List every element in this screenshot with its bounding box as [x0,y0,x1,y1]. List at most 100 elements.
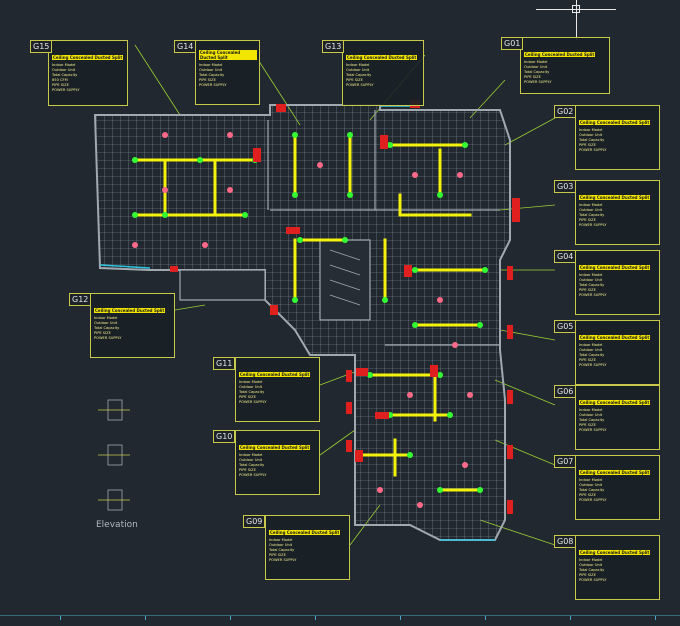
callout-heading: Ceiling Concealed Ducted Split [239,445,311,450]
callout-spec-line: Outdoor Unit [94,321,118,325]
callout-heading: Ceiling Concealed Ducted Split [269,530,341,535]
callout-spec-line: Total Capacity [579,138,605,142]
callout-spec-line: POWER SUPPLY [269,558,297,562]
callout-spec-line: 850 CFM [52,78,68,82]
callout-tag-g03: G03 [554,180,577,193]
callout-tag-g04: G04 [554,250,577,263]
callout-tag-g09: G09 [243,515,266,528]
elevation-details [98,399,130,511]
callout-spec-line: Total Capacity [524,70,550,74]
callout-spec-line: Indoor Model [579,343,603,347]
callout-tag-g05: G05 [554,320,577,333]
callout-spec-line: POWER SUPPLY [239,400,267,404]
ruler-tick [230,616,231,620]
callout-spec-line: POWER SUPPLY [524,80,552,84]
callout-spec-line: Total Capacity [239,390,265,394]
callout-spec-line: POWER SUPPLY [239,473,267,477]
callout-spec-line: Outdoor Unit [269,543,293,547]
callout-spec-line: PIPE SIZE [269,553,286,557]
ruler-tick [485,616,486,620]
callout-spec-line: Indoor Model [52,63,76,67]
callout-spec-line: PIPE SIZE [524,75,541,79]
callout-heading: Ceiling Concealed Ducted Split [579,120,651,125]
callout-spec-line: PIPE SIZE [579,218,596,222]
callout-tag-g13: G13 [322,40,345,53]
callout-spec-line: Indoor Model [579,273,603,277]
callout-tag-g06: G06 [554,385,577,398]
callout-spec-line: PIPE SIZE [52,83,69,87]
callout-spec-line: PIPE SIZE [239,395,256,399]
callout-spec-line: POWER SUPPLY [579,293,607,297]
callout-spec-line: Outdoor Unit [579,348,603,352]
callout-spec-line: Indoor Model [269,538,293,542]
callout-spec-line: Indoor Model [579,478,603,482]
bottom-ruler [0,615,680,626]
callout-spec-line: Total Capacity [239,463,265,467]
callout-spec-line: Total Capacity [579,283,605,287]
callout-spec-line: Total Capacity [199,73,225,77]
callout-heading: Ceiling Concealed Ducted Split [199,50,257,60]
callout-spec-line: Indoor Model [579,408,603,412]
callout-heading: Ceiling Concealed Ducted Split [52,55,124,60]
callout-spec-line: Indoor Model [579,203,603,207]
callout-spec-line: POWER SUPPLY [346,83,374,87]
callout-spec-line: Total Capacity [94,326,120,330]
callout-spec-line: Outdoor Unit [199,68,223,72]
callout-spec-line: Total Capacity [269,548,295,552]
callout-spec-line: POWER SUPPLY [579,363,607,367]
callout-spec-line: Outdoor Unit [346,68,370,72]
callout-spec-line: POWER SUPPLY [94,336,122,340]
callout-spec-line: PIPE SIZE [199,78,216,82]
callout-spec-line: PIPE SIZE [579,493,596,497]
callout-heading: Ceiling Concealed Ducted Split [579,550,651,555]
callout-heading: Ceiling Concealed Ducted Split [579,195,651,200]
ruler-tick [315,616,316,620]
air-diffusers [132,132,488,508]
indoor-units [170,100,520,514]
supply-ducts [133,133,487,492]
callout-spec-line: POWER SUPPLY [199,83,227,87]
callout-heading: Ceiling Concealed Ducted Split [524,52,596,57]
callout-spec-line: PIPE SIZE [579,573,596,577]
ruler-tick [655,616,656,620]
callout-tag-g15: G15 [30,40,53,53]
callout-heading: Ceiling Concealed Ducted Split [579,265,651,270]
callout-tag-g10: G10 [213,430,236,443]
callout-spec-line: Outdoor Unit [579,278,603,282]
ruler-tick [60,616,61,620]
callout-heading: Ceiling Concealed Ducted Split [579,470,651,475]
callout-spec-line: Outdoor Unit [579,563,603,567]
callout-spec-line: PIPE SIZE [239,468,256,472]
callout-spec-line: PIPE SIZE [579,358,596,362]
callout-spec-line: PIPE SIZE [579,143,596,147]
callout-heading: Ceiling Concealed Ducted Split [579,400,651,405]
callout-heading: Ceiling Concealed Ducted Split [239,372,311,377]
callout-spec-line: Outdoor Unit [579,413,603,417]
callout-spec-line: Total Capacity [52,73,78,77]
callout-spec-line: POWER SUPPLY [579,223,607,227]
callout-spec-line: POWER SUPPLY [579,428,607,432]
callout-spec-line: Total Capacity [579,213,605,217]
callout-spec-line: Indoor Model [239,380,263,384]
callout-heading: Ceiling Concealed Ducted Split [579,335,651,340]
callout-tag-g08: G08 [554,535,577,548]
callout-tag-g02: G02 [554,105,577,118]
callout-heading: Ceiling Concealed Ducted Split [346,55,418,60]
callout-spec-line: Outdoor Unit [579,133,603,137]
callout-spec-line: Indoor Model [94,316,118,320]
callout-tag-g07: G07 [554,455,577,468]
